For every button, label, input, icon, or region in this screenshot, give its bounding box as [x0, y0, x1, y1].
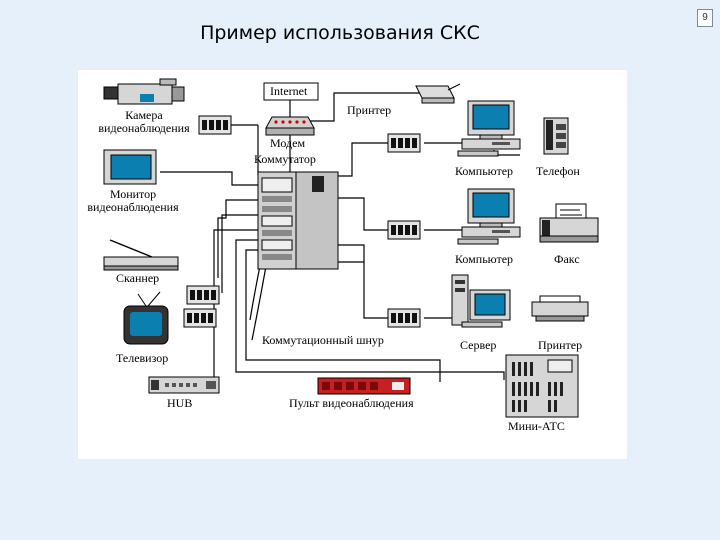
- scanner-wall-jack: [186, 285, 220, 305]
- printer-bottom-icon: [531, 295, 589, 322]
- modem-icon: [265, 116, 315, 136]
- modem-label: Модем: [270, 136, 306, 150]
- computer1-icon: [457, 100, 521, 157]
- computer1-label: Компьютер: [455, 164, 514, 178]
- camera-icon: [103, 78, 185, 105]
- printer-top-label: Принтер: [347, 103, 392, 117]
- patch-cord-label: Коммутационный шнур: [262, 333, 384, 347]
- telephone-label: Телефон: [536, 164, 580, 178]
- rack-switch-icon: [257, 171, 339, 270]
- server-icon: [451, 274, 511, 328]
- mini-pbx-icon: [505, 354, 579, 418]
- surveillance-console-label: Пульт видеонаблюдения: [289, 396, 414, 410]
- server-wall-jack: [387, 308, 421, 328]
- scanner-label: Сканнер: [116, 271, 160, 285]
- tv-label: Телевизор: [116, 351, 169, 365]
- hub-icon: [148, 376, 220, 394]
- internet-box: [263, 82, 319, 101]
- computer2-wall-jack: [387, 220, 421, 240]
- computer1-wall-jack: [387, 133, 421, 153]
- surveillance-monitor-icon: [103, 149, 157, 185]
- camera-wall-jack: [198, 115, 232, 135]
- hub-label: HUB: [167, 396, 193, 410]
- tv-wall-jack: [183, 308, 217, 328]
- scanner-icon: [103, 239, 179, 271]
- printer-bottom-label: Принтер: [538, 338, 583, 352]
- internet-label: Internet: [270, 84, 308, 98]
- tv-icon: [123, 291, 169, 345]
- fax-label: Факс: [554, 252, 580, 266]
- mini-pbx-label: Мини-АТС: [508, 419, 565, 433]
- telephone-icon: [543, 117, 569, 155]
- slide-title: Пример использования СКС: [200, 22, 480, 44]
- camera-label: Камера видеонаблюдения: [98, 108, 190, 135]
- printer-top-icon: [415, 83, 461, 104]
- server-label: Сервер: [460, 338, 497, 352]
- computer2-icon: [457, 188, 521, 245]
- switch-label: Коммутатор: [254, 152, 316, 166]
- computer2-label: Компьютер: [455, 252, 514, 266]
- fax-icon: [539, 203, 599, 243]
- monitor-label: Монитор видеонаблюдения: [87, 187, 179, 214]
- surveillance-console-icon: [317, 377, 411, 395]
- page-number: 9: [697, 9, 713, 27]
